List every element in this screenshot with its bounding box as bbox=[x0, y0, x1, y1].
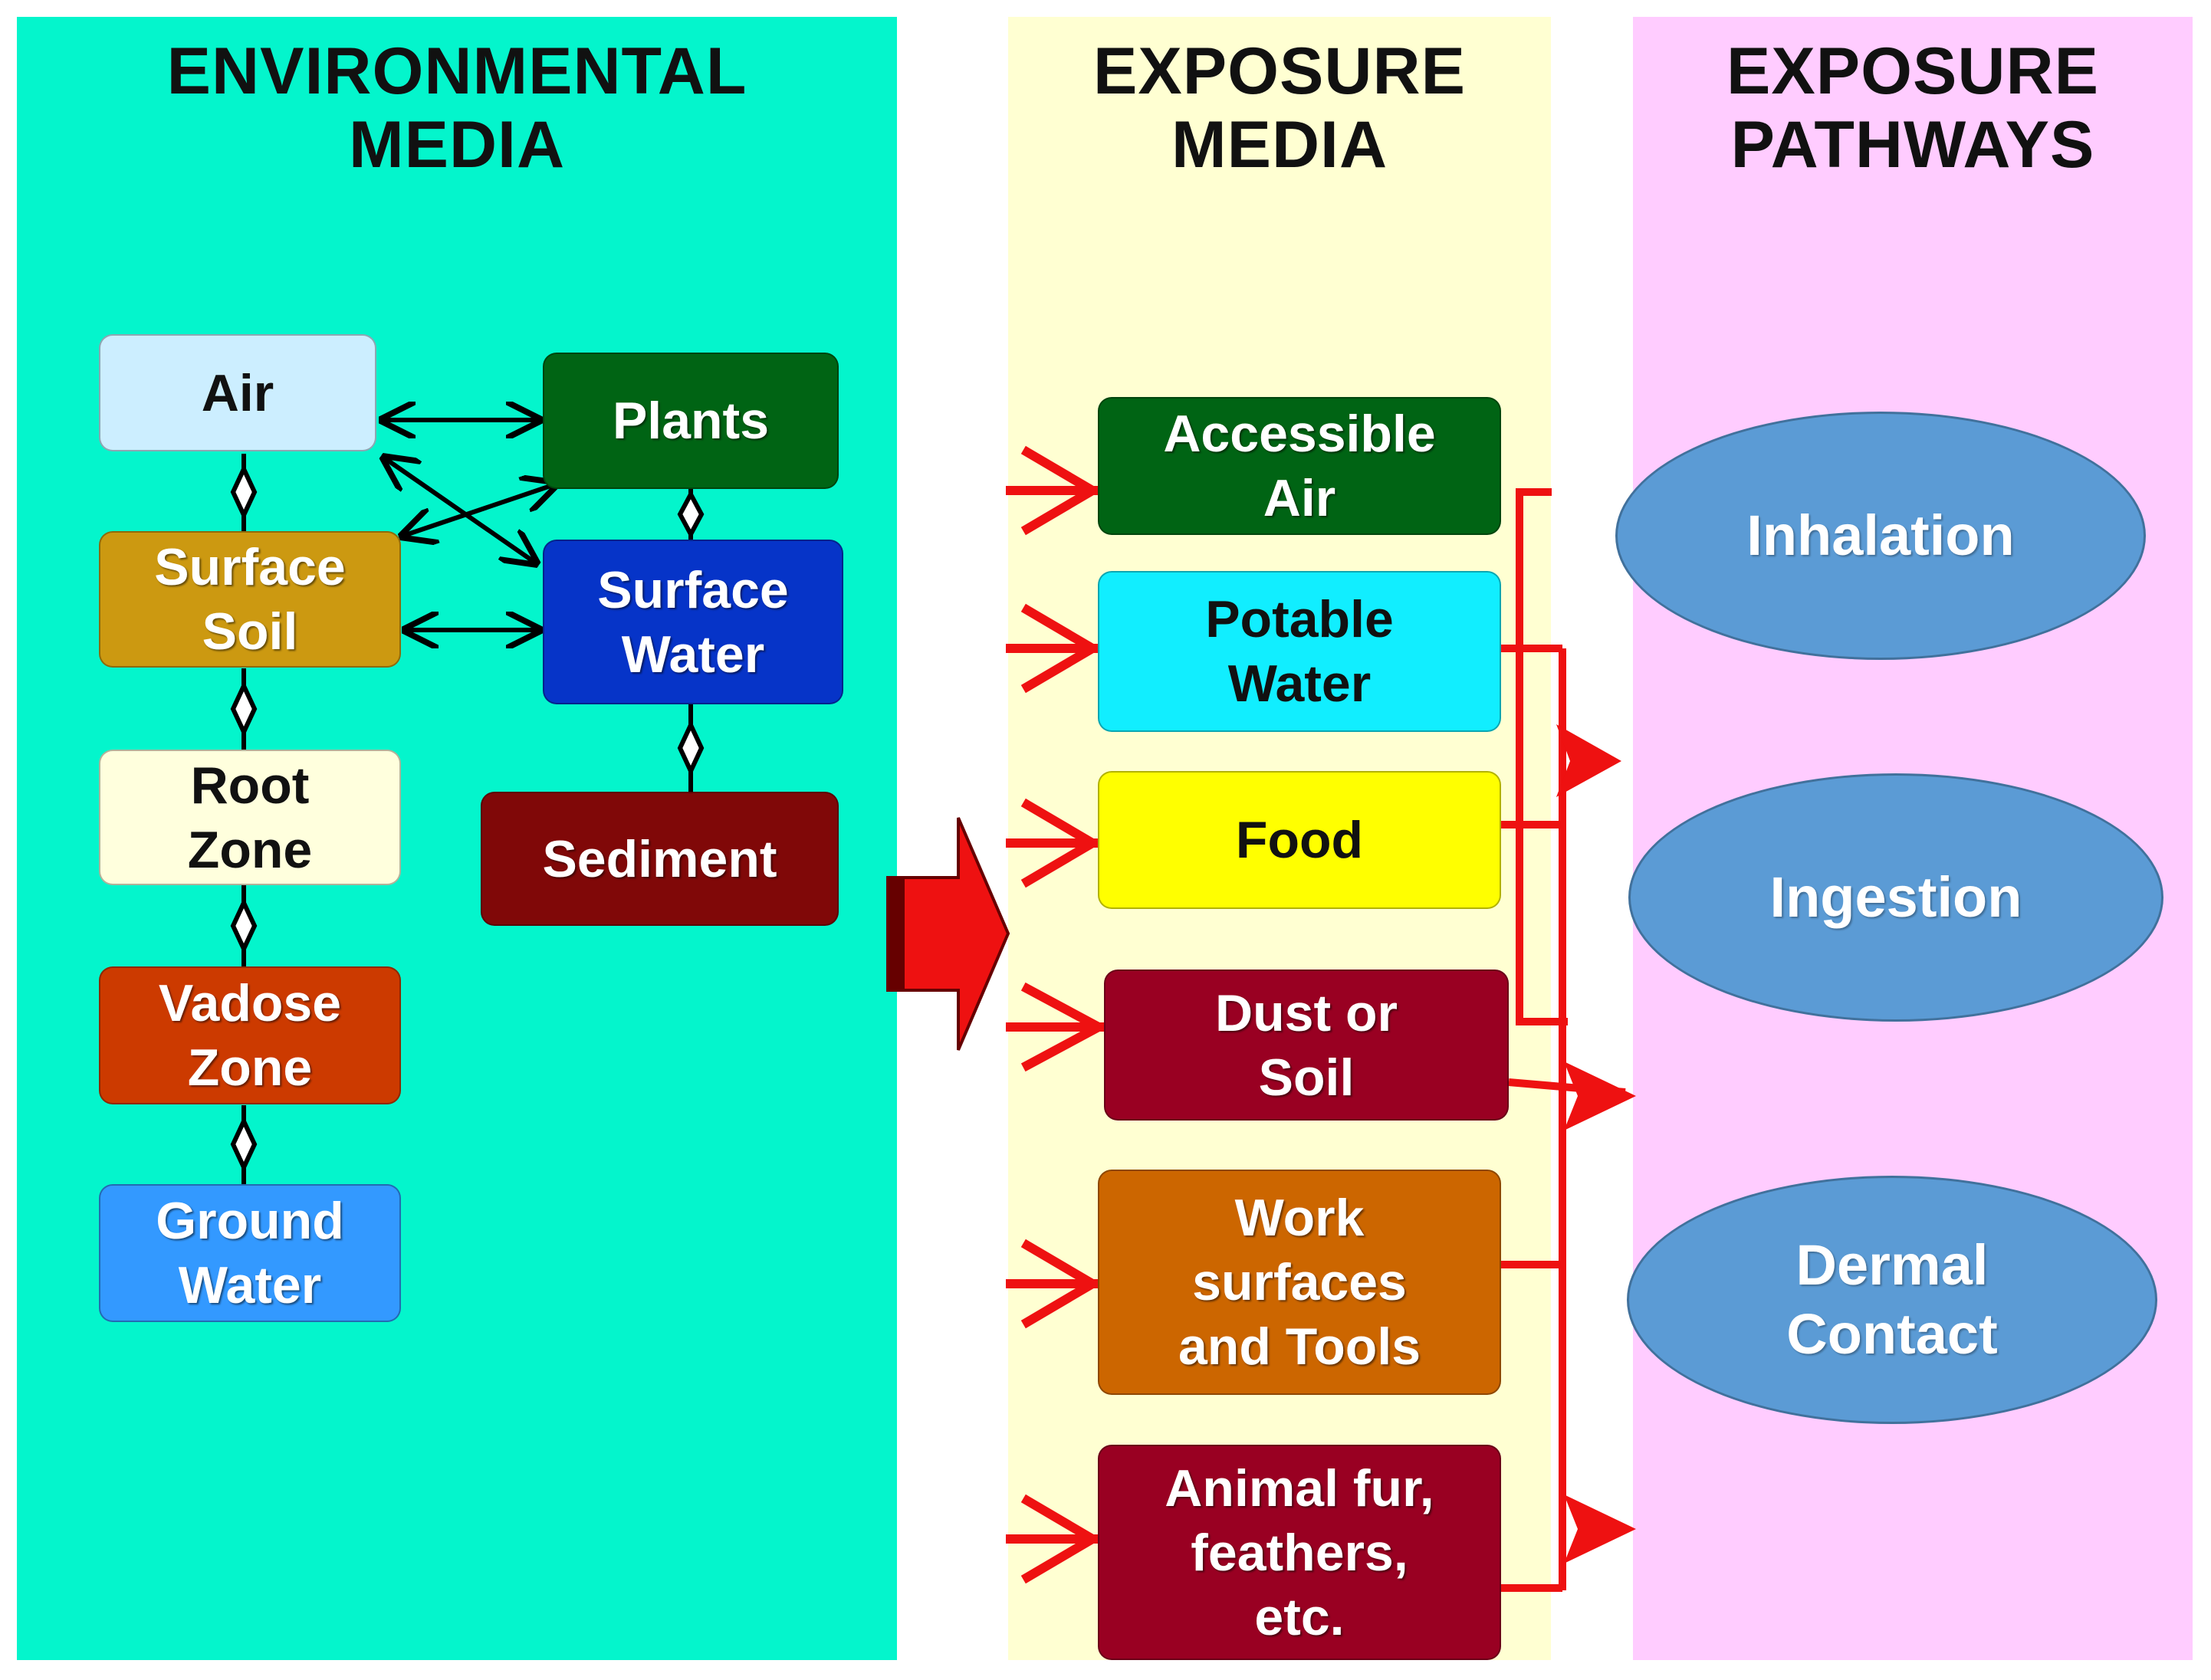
plants-water-diamond bbox=[677, 489, 705, 540]
surface-water-box: Surface Water bbox=[543, 540, 843, 704]
diamond-connectors bbox=[230, 454, 705, 1184]
air-bracket bbox=[1516, 488, 1568, 1025]
inhalation-ellipse: Inhalation bbox=[1615, 412, 2146, 660]
pathway-connectors bbox=[1501, 488, 1626, 1592]
dermal-contact-ellipse: Dermal Contact bbox=[1627, 1176, 2157, 1424]
inhalation-arrowhead bbox=[1556, 724, 1621, 797]
potable-water-box: Potable Water bbox=[1098, 571, 1501, 732]
pathway-arrowheads bbox=[1556, 724, 1636, 1564]
ingestion-arrowhead bbox=[1564, 1061, 1636, 1130]
air-box: Air bbox=[99, 334, 376, 451]
sediment-box: Sediment bbox=[481, 792, 839, 926]
arrow-to-potable-water bbox=[1006, 603, 1102, 694]
soil-root-diamond bbox=[230, 668, 258, 750]
vadose-groundwater-diamond bbox=[230, 1105, 258, 1184]
water-sediment-diamond bbox=[677, 704, 705, 792]
arrow-to-food bbox=[1006, 798, 1102, 888]
media-exchange-arrows bbox=[383, 420, 555, 630]
work-surfaces-box: Work surfaces and Tools bbox=[1098, 1170, 1501, 1395]
exposure-media-header: EXPOSURE MEDIA bbox=[1093, 34, 1466, 182]
food-box: Food bbox=[1098, 771, 1501, 909]
environmental-media-header: ENVIRONMENTAL MEDIA bbox=[166, 34, 747, 182]
root-zone-box: Root Zone bbox=[99, 750, 401, 885]
accessible-air-box: Accessible Air bbox=[1098, 397, 1501, 535]
dermal-arrowhead bbox=[1564, 1495, 1636, 1564]
ingestion-ellipse: Ingestion bbox=[1628, 773, 2163, 1022]
animal-fur-box: Animal fur, feathers, etc. bbox=[1098, 1445, 1501, 1660]
ground-water-box: Ground Water bbox=[99, 1184, 401, 1322]
air-soil-diamond bbox=[230, 454, 258, 531]
arrow-to-dust-soil bbox=[1006, 982, 1109, 1072]
vadose-zone-box: Vadose Zone bbox=[99, 966, 401, 1104]
soil-plants-arrow bbox=[403, 484, 555, 536]
arrow-to-work-surfaces bbox=[1006, 1239, 1102, 1329]
arrow-to-accessible-air bbox=[1006, 445, 1102, 536]
air-surface-water-arrow bbox=[385, 458, 535, 563]
dust-or-soil-box: Dust or Soil bbox=[1104, 970, 1509, 1121]
arrow-to-animal-fur bbox=[1006, 1494, 1102, 1584]
root-vadose-diamond bbox=[230, 885, 258, 966]
big-transfer-arrow bbox=[886, 817, 1010, 1051]
plants-box: Plants bbox=[543, 353, 839, 489]
input-arrows bbox=[1006, 445, 1109, 1584]
exposure-pathways-header: EXPOSURE PATHWAYS bbox=[1726, 34, 2099, 182]
surface-soil-box: Surface Soil bbox=[99, 531, 401, 668]
